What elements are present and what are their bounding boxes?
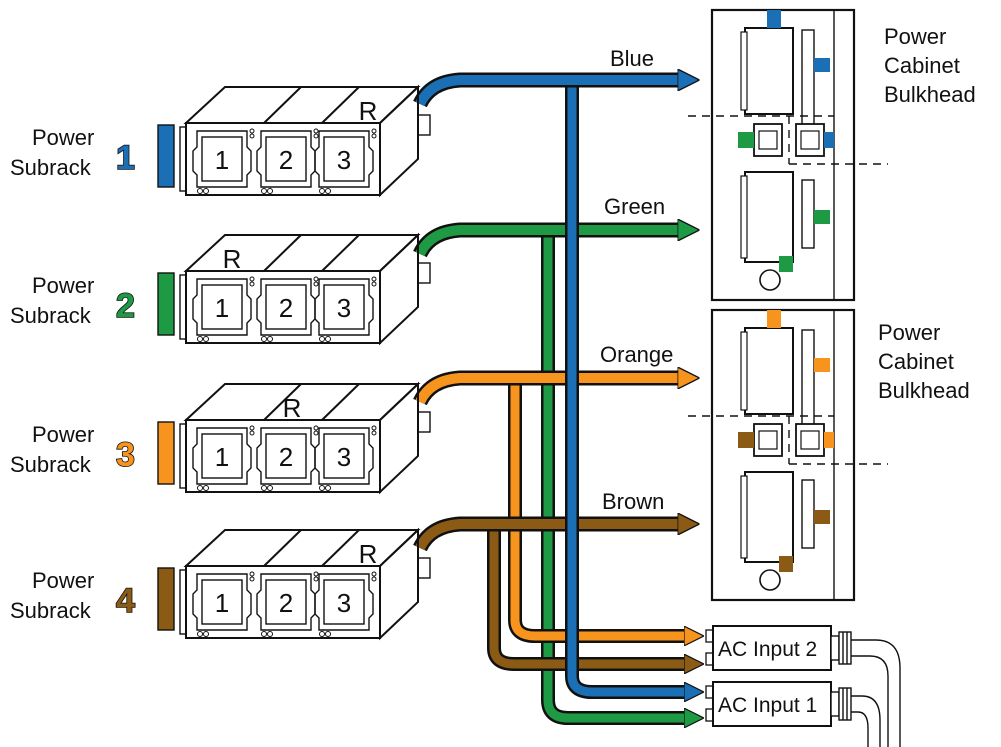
subrack-1-color-tag <box>157 124 175 188</box>
subrack-2-label-line1: Power <box>32 273 94 298</box>
subrack-1-module-2: 2 <box>279 145 293 175</box>
subrack-3-color-tag <box>157 421 175 485</box>
cable-label-orange: Orange <box>600 342 673 367</box>
subrack-4-number: 4 <box>116 582 135 620</box>
cable-lines <box>413 80 688 718</box>
subrack-4-module-3: 3 <box>337 588 351 618</box>
subrack-4-redundant-marker: R <box>359 539 378 569</box>
subrack-1-label-line1: Power <box>32 125 94 150</box>
bulkhead-1-label-line1: Power <box>884 24 946 49</box>
subrack-3-label-line2: Subrack <box>10 452 92 477</box>
subrack-3-module-1: 1 <box>215 442 229 472</box>
subrack-3-label-line1: Power <box>32 422 94 447</box>
subrack-3-module-2: 2 <box>279 442 293 472</box>
ac-input-1-label: AC Input 1 <box>718 694 817 717</box>
cable-brown-ac-feed <box>487 525 688 671</box>
subrack-4-color-tag <box>157 567 175 631</box>
subrack-3-redundant-marker: R <box>283 393 302 423</box>
subrack-2-module-1: 1 <box>215 293 229 323</box>
subrack-2-module-3: 3 <box>337 293 351 323</box>
ac-input-1-box <box>705 681 881 747</box>
subrack-1-label-line2: Subrack <box>10 155 92 180</box>
bulkhead-cabinet-2 <box>688 308 888 602</box>
bulkhead-1-label-line2: Cabinet <box>884 53 960 78</box>
subrack-1-module-3: 3 <box>337 145 351 175</box>
cable-label-blue: Blue <box>610 46 654 71</box>
subrack-4-module-2: 2 <box>279 588 293 618</box>
subrack-1-module-1: 1 <box>215 145 229 175</box>
ac-input-2-label: AC Input 2 <box>718 638 817 661</box>
bulkhead-2-label-line2: Cabinet <box>878 349 954 374</box>
ac-input-2-box <box>705 625 901 747</box>
cable-label-green: Green <box>604 194 665 219</box>
bulkhead-2-label-line1: Power <box>878 320 940 345</box>
subrack-2-number: 2 <box>116 287 135 325</box>
bulkhead-1-label-line3: Bulkhead <box>884 82 976 107</box>
subrack-4-module-1: 1 <box>215 588 229 618</box>
subrack-1-number: 1 <box>116 139 135 177</box>
subrack-2-module-2: 2 <box>279 293 293 323</box>
bulkhead-cabinet-1 <box>688 8 888 302</box>
subrack-2-label-line2: Subrack <box>10 303 92 328</box>
subrack-3-module-3: 3 <box>337 442 351 472</box>
subrack-1-redundant-marker: R <box>359 96 378 126</box>
cable-blue-ac-feed <box>565 82 688 699</box>
subrack-4-label-line1: Power <box>32 568 94 593</box>
cable-label-brown: Brown <box>602 489 664 514</box>
subrack-3-number: 3 <box>116 436 135 474</box>
bulkhead-2-label-line3: Bulkhead <box>878 378 970 403</box>
subrack-2-redundant-marker: R <box>223 244 242 274</box>
subrack-2-color-tag <box>157 272 175 336</box>
subrack-4-label-line2: Subrack <box>10 598 92 623</box>
